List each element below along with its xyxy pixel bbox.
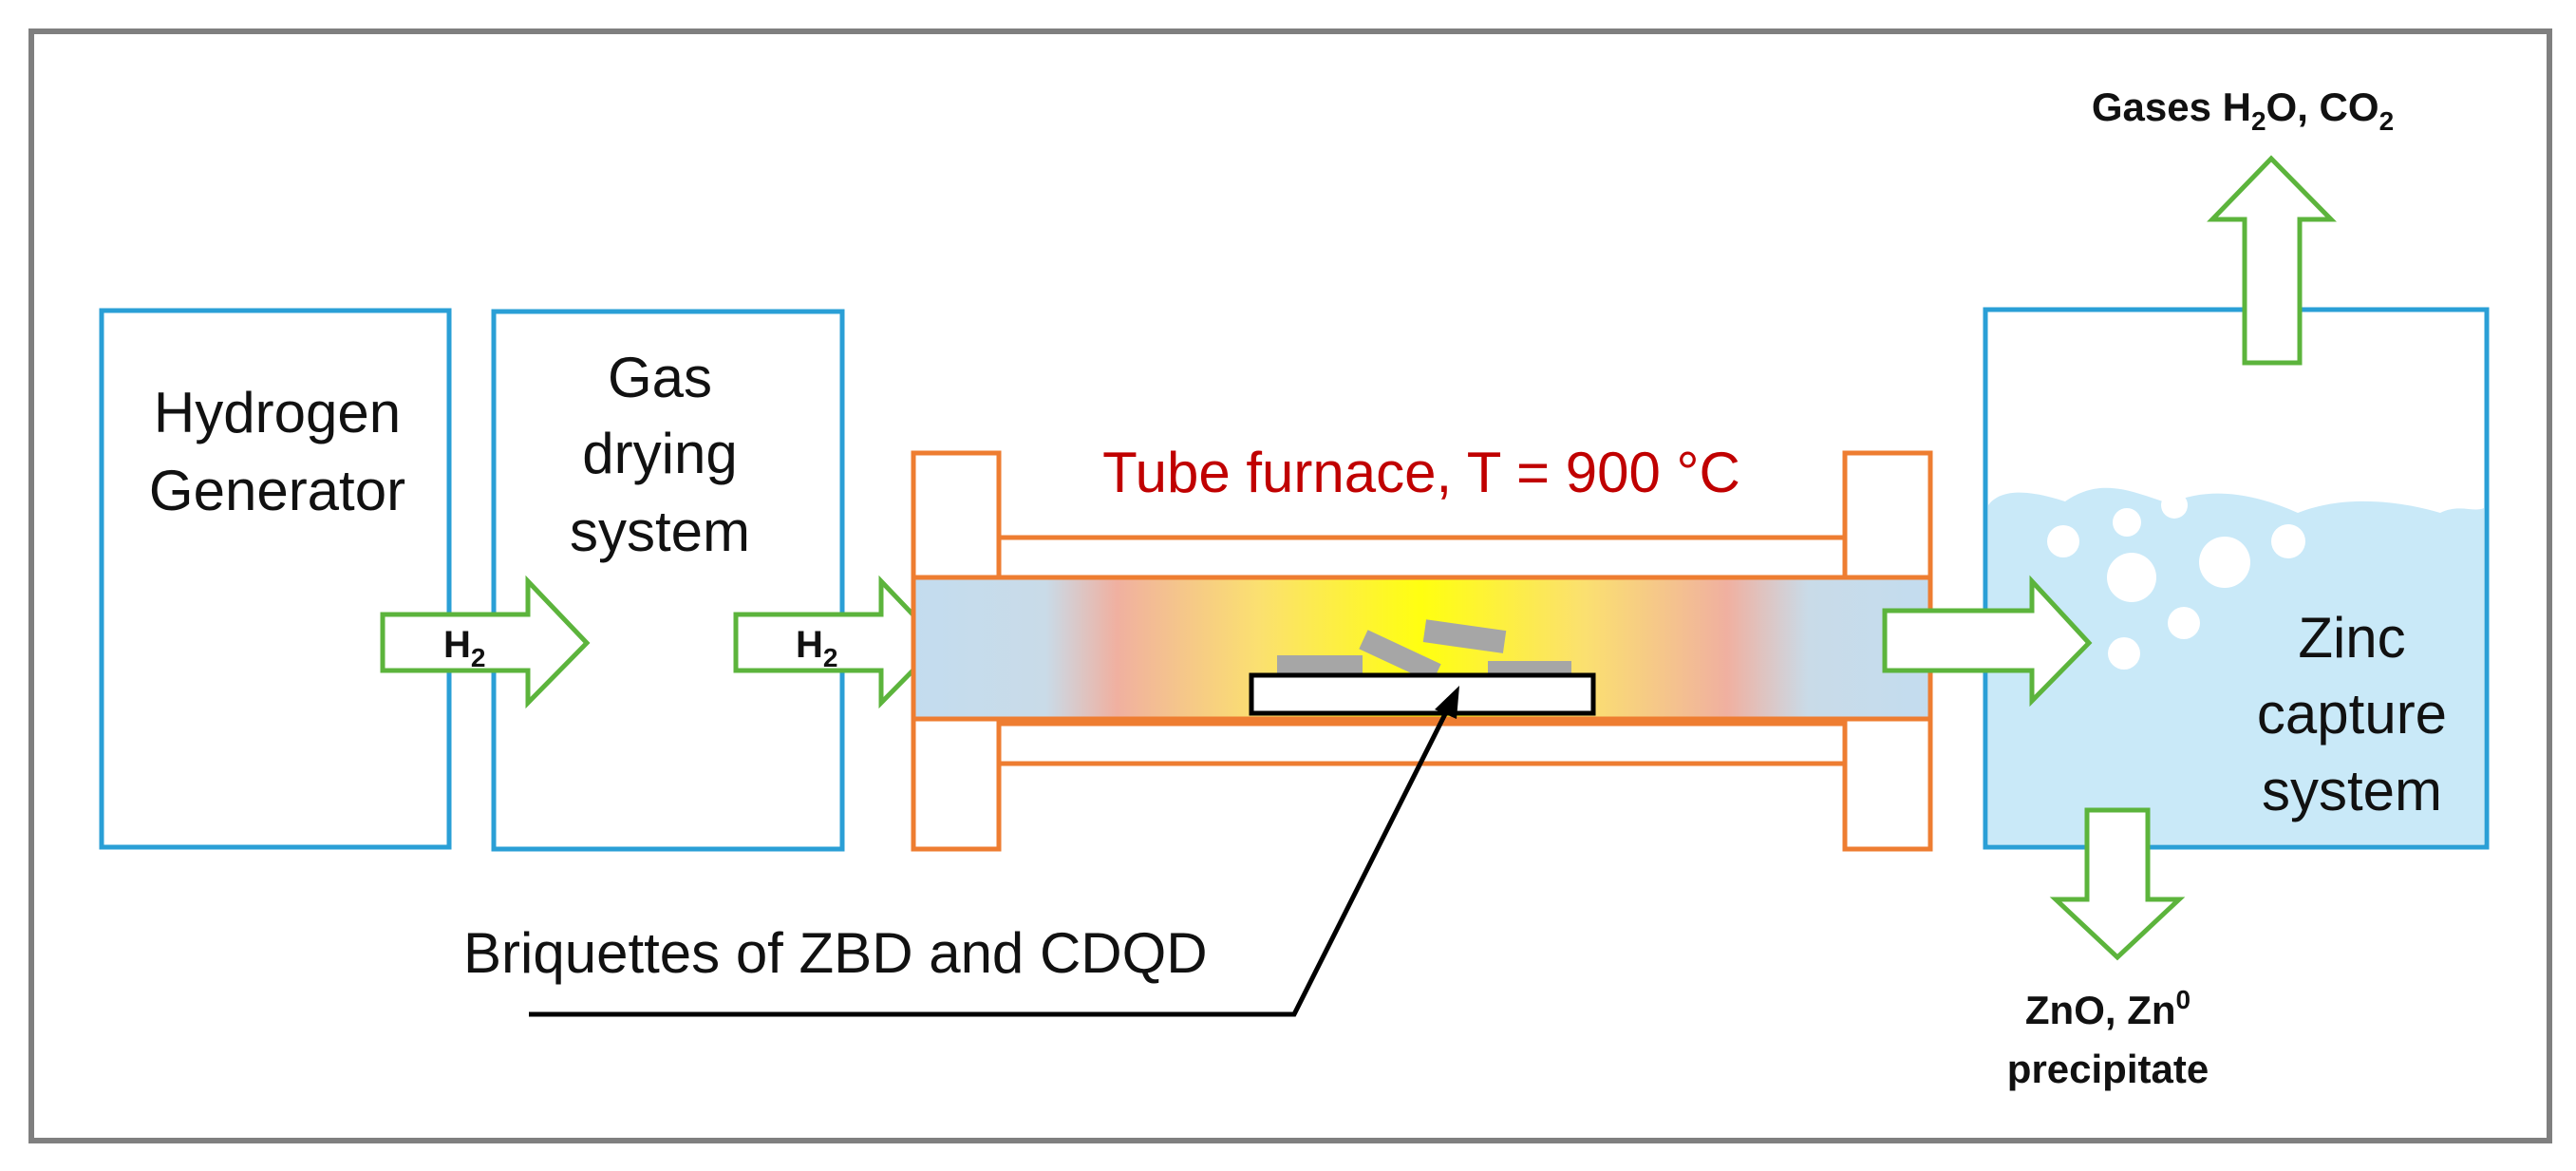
- briquette: [1422, 619, 1507, 653]
- gas-drying-label-2: drying: [582, 422, 737, 485]
- zinc-capture-system-box: Zinc capture system: [1983, 307, 2490, 850]
- briquette: [1277, 655, 1363, 674]
- furnace-title: Tube furnace, T = 900 °C: [1102, 441, 1740, 504]
- h2-label-1: H2: [443, 624, 485, 672]
- gas-drying-system-box: Gas drying system: [491, 309, 845, 852]
- precipitate-label-1: ZnO, Zn0: [2025, 985, 2191, 1032]
- briquette: [1359, 630, 1441, 684]
- tube-furnace: Tube furnace, T = 900 °C: [911, 441, 1933, 852]
- h2-label-2: H2: [796, 624, 837, 672]
- hydrogen-generator-box: Hydrogen Generator: [99, 308, 452, 850]
- sample-boat: [1249, 672, 1596, 716]
- bubble: [2107, 553, 2156, 602]
- zinc-capture-label-1: Zinc: [2298, 606, 2405, 670]
- up-arrow-icon: [2207, 155, 2337, 366]
- h2-flow-arrow-1: H2: [380, 575, 591, 709]
- bubble: [2108, 637, 2140, 670]
- precipitate-label-2: precipitate: [2007, 1047, 2209, 1091]
- briquettes-label: Briquettes of ZBD and CDQD: [463, 921, 1208, 985]
- precipitate-arrow: ZnO, Zn0 precipitate: [2007, 807, 2209, 1091]
- briquettes: [1249, 619, 1596, 716]
- right-arrow-icon: [1882, 575, 2093, 708]
- down-arrow-icon: [2049, 807, 2186, 961]
- right-arrow-icon: [733, 575, 944, 709]
- gases-out-arrow: Gases H2O, CO2: [2092, 85, 2394, 366]
- gas-drying-label-1: Gas: [608, 346, 712, 409]
- zinc-capture-label-3: system: [2262, 759, 2442, 822]
- bubble: [2047, 525, 2079, 557]
- zinc-capture-label-2: capture: [2257, 682, 2447, 746]
- bubble: [2271, 524, 2305, 558]
- bubble: [2199, 537, 2250, 588]
- hydrogen-generator-label-1: Hydrogen: [154, 381, 401, 444]
- hydrogen-generator-label-2: Generator: [149, 459, 405, 522]
- h2-flow-arrow-2: H2: [733, 575, 944, 709]
- bubble: [2168, 607, 2200, 639]
- gases-out-label: Gases H2O, CO2: [2092, 85, 2394, 136]
- gas-drying-label-3: system: [570, 500, 750, 563]
- pointer-arrowhead: [1435, 686, 1459, 719]
- furnace-body-top: [996, 535, 1848, 580]
- gas-flow-arrow-3: [1882, 575, 2093, 708]
- bubble: [2161, 492, 2188, 519]
- briquette-pointer: Briquettes of ZBD and CDQD: [463, 686, 1459, 1017]
- bubble: [2113, 508, 2141, 537]
- right-arrow-icon: [380, 575, 591, 709]
